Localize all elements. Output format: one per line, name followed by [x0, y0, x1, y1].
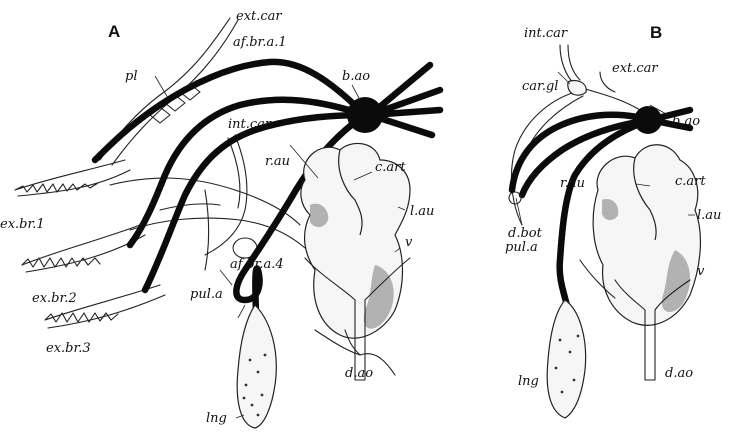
label-ex-br-3: ex.br.3	[46, 341, 91, 356]
branchial-network	[100, 18, 305, 270]
label-b-ao-a: b.ao	[342, 69, 370, 84]
panel-b: B int.car ext.car car.gl b.ao c.art r.au…	[505, 23, 721, 418]
label-pl: pl	[125, 69, 137, 84]
label-pul-a-a: pul.a	[190, 287, 223, 302]
label-ext-car-a: ext.car	[236, 9, 282, 24]
panel-b-title: B	[650, 23, 662, 42]
label-d-ao-b: d.ao	[665, 366, 693, 381]
heart-b	[593, 145, 700, 326]
label-ex-br-2: ex.br.2	[32, 291, 77, 306]
label-d-ao-a: d.ao	[345, 366, 373, 381]
label-car-gl: car.gl	[522, 79, 558, 94]
label-l-au-b: l.au	[697, 208, 721, 223]
lung-b	[547, 300, 585, 418]
panel-a: A ext.car af.br.a.1 pl b.ao int.car r.au…	[0, 9, 440, 428]
label-c-art-b: c.art	[675, 174, 706, 189]
label-int-car-b: int.car	[524, 26, 568, 41]
label-r-au-a: r.au	[265, 154, 290, 169]
label-lng-a: lng	[206, 411, 227, 426]
bulbus-arteriosus-b	[634, 106, 662, 134]
label-af-br-a-1: af.br.a.1	[233, 35, 287, 50]
label-pul-a-b: pul.a	[505, 240, 538, 255]
external-gill-2	[22, 225, 145, 272]
label-v-b: v	[697, 264, 705, 279]
label-af-br-a-4: af.br.a.4	[230, 257, 284, 272]
label-d-bot: d.bot	[508, 226, 543, 241]
lung-a	[237, 305, 276, 428]
ductus-botalli	[509, 192, 521, 204]
label-lng-b: lng	[518, 374, 539, 389]
label-v-a: v	[405, 235, 413, 250]
panel-a-title: A	[108, 22, 120, 41]
external-gill-1	[15, 160, 130, 196]
label-ext-car-b: ext.car	[612, 61, 658, 76]
label-c-art-a: c.art	[375, 160, 406, 175]
bulbus-arteriosus-a	[347, 97, 383, 133]
label-l-au-a: l.au	[410, 204, 434, 219]
label-b-ao-b: b.ao	[672, 114, 700, 129]
label-ex-br-1: ex.br.1	[0, 217, 45, 232]
label-int-car-a: int.car	[228, 117, 272, 132]
label-r-au-b: r.au	[560, 176, 585, 191]
